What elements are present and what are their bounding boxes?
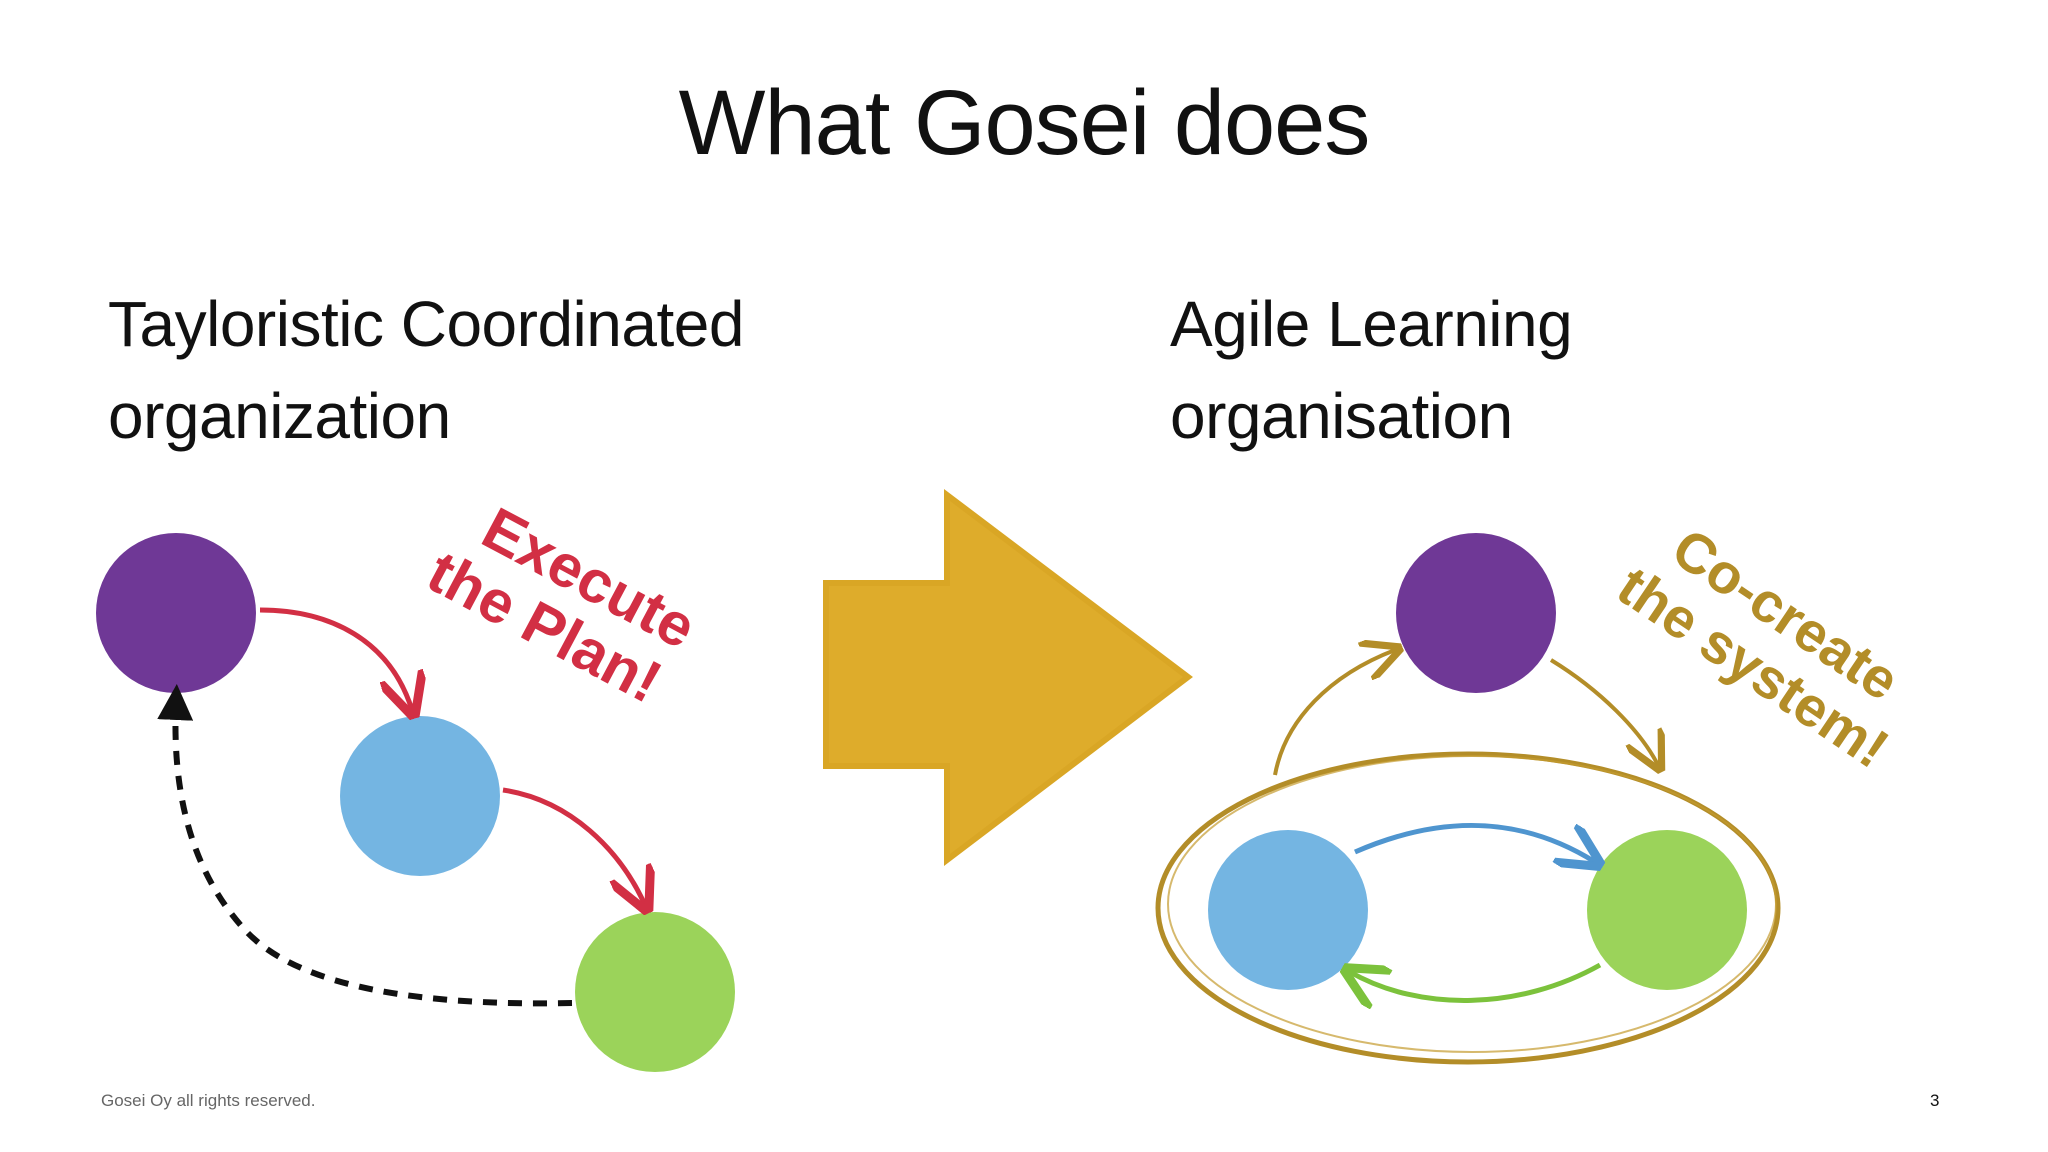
right-blue-circle [1208, 830, 1368, 990]
blue-arrow-blue-to-green [1354, 822, 1595, 862]
red-arrow-blue-to-green [502, 787, 645, 905]
left-purple-circle [96, 533, 256, 693]
page-number: 3 [1930, 1091, 1940, 1110]
green-arrow-green-to-blue [1350, 965, 1602, 1000]
cocreate-callout: Co-create the system! [1607, 502, 1935, 780]
dashed-feedback-arrow [157, 684, 573, 1007]
right-heading: Agile Learning organisation [1170, 278, 1573, 462]
team-ellipse [1155, 751, 1781, 1065]
left-blue-circle [340, 716, 500, 876]
big-right-arrow-icon [823, 488, 1193, 867]
team-ellipse-sketch [1167, 755, 1777, 1053]
slide-title: What Gosei does [678, 72, 1371, 174]
left-heading-line2: organization [108, 380, 451, 452]
right-heading-line1: Agile Learning [1170, 288, 1573, 360]
right-green-circle [1587, 830, 1747, 990]
footer-copyright: Gosei Oy all rights reserved. [101, 1091, 316, 1110]
right-heading-line2: organisation [1170, 380, 1513, 452]
gold-arrow-up-to-purple [1273, 650, 1395, 776]
red-arrow-purple-to-blue [259, 607, 412, 710]
left-heading: Tayloristic Coordinated organization [108, 278, 744, 462]
execute-callout: Execute the Plan! [417, 481, 721, 726]
left-green-circle [575, 912, 735, 1072]
gold-arrow-purple-down [1549, 658, 1658, 765]
left-heading-line1: Tayloristic Coordinated [108, 288, 744, 360]
right-purple-circle [1396, 533, 1556, 693]
